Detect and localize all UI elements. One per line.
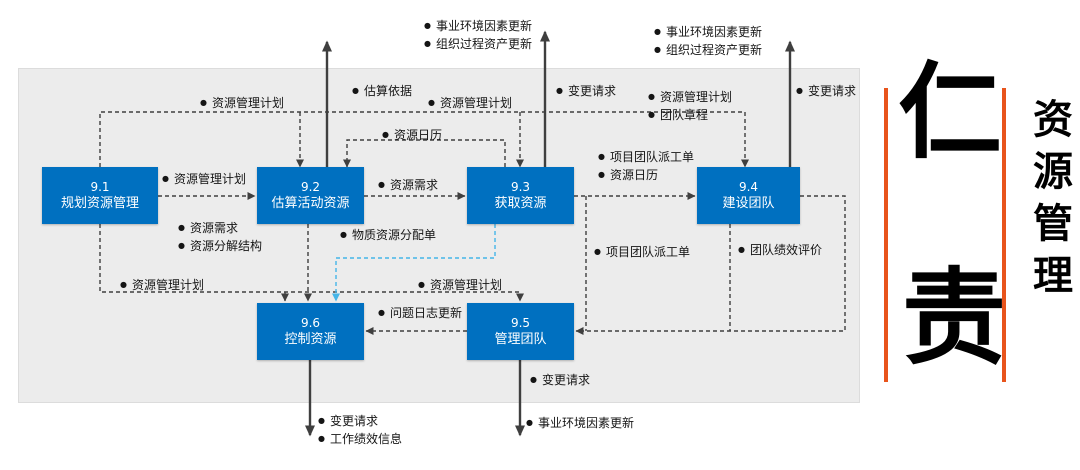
flow-label: 资源需求 <box>378 176 438 193</box>
process-box-number: 9.3 <box>510 179 531 194</box>
process-box-9-1: 9.1 规划资源管理 <box>42 167 158 224</box>
process-box-number: 9.4 <box>738 179 759 194</box>
flow-label: 资源管理计划 <box>120 276 204 293</box>
flow-label: 变更请求 <box>796 82 856 99</box>
flow-label: 资源管理计划 <box>428 94 512 111</box>
flow-label: 事业环境因素更新 <box>526 414 634 431</box>
flow-label: 资源管理计划 <box>162 170 246 187</box>
process-box-title: 获取资源 <box>494 195 547 211</box>
flow-label: 资源管理计划 <box>200 94 284 111</box>
process-box-9-5: 9.5 管理团队 <box>467 303 574 360</box>
flow-label: 项目团队派工单 <box>594 243 690 260</box>
flow-label: 事业环境因素更新 <box>654 23 762 40</box>
vertical-title: 资源管理 <box>1026 98 1072 306</box>
diagram-panel <box>18 68 860 403</box>
process-box-9-6: 9.6 控制资源 <box>257 303 364 360</box>
accent-bar-right <box>1002 88 1006 382</box>
flow-label: 变更请求 <box>556 82 616 99</box>
brand-character-bottom: 责 <box>902 257 1007 379</box>
flow-label: 团队章程 <box>648 106 708 123</box>
flow-label: 组织过程资产更新 <box>424 35 532 52</box>
process-box-number: 9.2 <box>300 179 321 194</box>
brand-character-top: 仁 <box>898 51 1003 173</box>
flow-label: 工作绩效信息 <box>318 430 402 447</box>
accent-bar-left <box>884 88 888 382</box>
process-box-title: 估算活动资源 <box>271 195 350 211</box>
flow-label: 变更请求 <box>318 412 378 429</box>
flow-label: 资源日历 <box>598 166 658 183</box>
flow-label: 组织过程资产更新 <box>654 41 762 58</box>
flow-label: 变更请求 <box>530 371 590 388</box>
flow-label: 物质资源分配单 <box>340 226 436 243</box>
flow-label: 团队绩效评价 <box>738 241 822 258</box>
process-box-9-2: 9.2 估算活动资源 <box>257 167 364 224</box>
flow-label: 项目团队派工单 <box>598 148 694 165</box>
process-box-title: 管理团队 <box>494 331 547 347</box>
process-box-title: 规划资源管理 <box>60 195 139 211</box>
process-box-9-4: 9.4 建设团队 <box>697 167 800 224</box>
process-box-title: 建设团队 <box>722 195 775 211</box>
process-box-title: 控制资源 <box>284 331 337 347</box>
flow-label: 问题日志更新 <box>378 304 462 321</box>
process-box-number: 9.5 <box>510 315 531 330</box>
process-box-number: 9.6 <box>300 315 321 330</box>
flow-label: 资源日历 <box>382 126 442 143</box>
process-box-number: 9.1 <box>90 179 110 194</box>
flow-label: 资源管理计划 <box>418 276 502 293</box>
flow-label: 事业环境因素更新 <box>424 17 532 34</box>
flow-label: 资源分解结构 <box>178 237 262 254</box>
flow-label: 估算依据 <box>352 82 412 99</box>
process-box-9-3: 9.3 获取资源 <box>467 167 574 224</box>
flow-label: 资源需求 <box>178 219 238 236</box>
flow-label: 资源管理计划 <box>648 88 732 105</box>
